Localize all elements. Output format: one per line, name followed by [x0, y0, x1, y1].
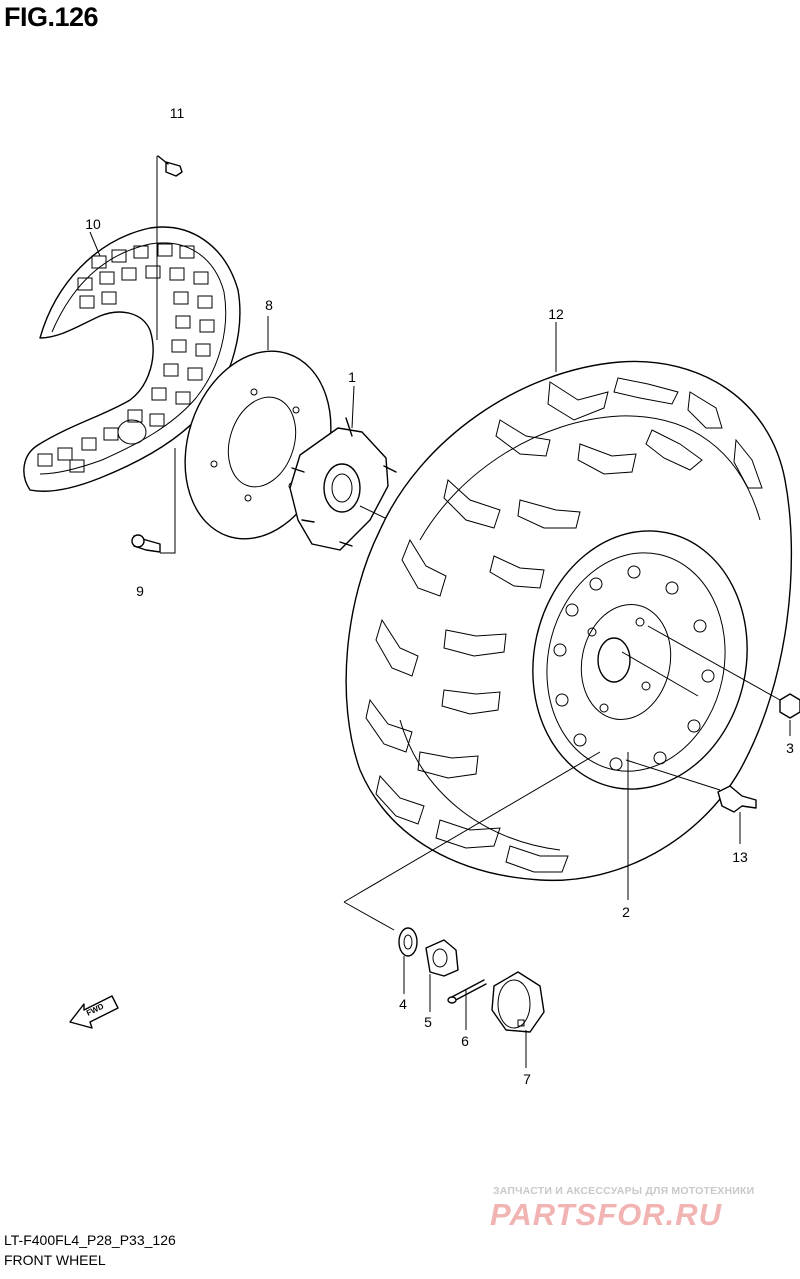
callout-3: 3 [786, 740, 794, 756]
castle-nut-drawing [425, 939, 459, 977]
fwd-arrow-icon: FWD [69, 995, 119, 1029]
figure-title: FIG.126 [4, 2, 99, 32]
callout-8: 8 [265, 297, 273, 313]
callout-11: 11 [169, 105, 185, 121]
callout-10: 10 [85, 216, 101, 232]
callout-13: 13 [732, 849, 748, 865]
callout-6: 6 [461, 1033, 469, 1049]
callout-5: 5 [424, 1014, 432, 1030]
hub-cap-drawing [491, 971, 545, 1033]
callout-9: 9 [136, 583, 144, 599]
callout-4: 4 [399, 996, 407, 1012]
disc-cover-drawing [23, 226, 241, 492]
cotter-pin-drawing [447, 979, 487, 1004]
disc-bolt-drawing [131, 534, 161, 553]
wheel-nut-drawing [779, 693, 800, 719]
wheel-rim-drawing [343, 530, 781, 931]
watermark-logo: PARTSFOR.RU [490, 1197, 723, 1232]
callout-7: 7 [523, 1071, 531, 1087]
callout-1: 1 [348, 369, 356, 385]
front-wheel-hub-drawing [289, 417, 415, 551]
figure-code: LT-F400FL4_P28_P33_126 [4, 1232, 176, 1248]
washer-drawing [398, 927, 418, 957]
callout-2: 2 [622, 904, 630, 920]
callout-12: 12 [548, 306, 564, 322]
air-valve-drawing [717, 785, 757, 813]
watermark-tagline: ЗАПЧАСТИ И АКСЕССУАРЫ ДЛЯ МОТОТЕХНИКИ [493, 1185, 755, 1197]
callout-leaders [89, 231, 791, 1068]
leader-line-9 [160, 448, 176, 554]
figure-name: FRONT WHEEL [4, 1252, 106, 1268]
cover-bolt-drawing [157, 155, 183, 177]
